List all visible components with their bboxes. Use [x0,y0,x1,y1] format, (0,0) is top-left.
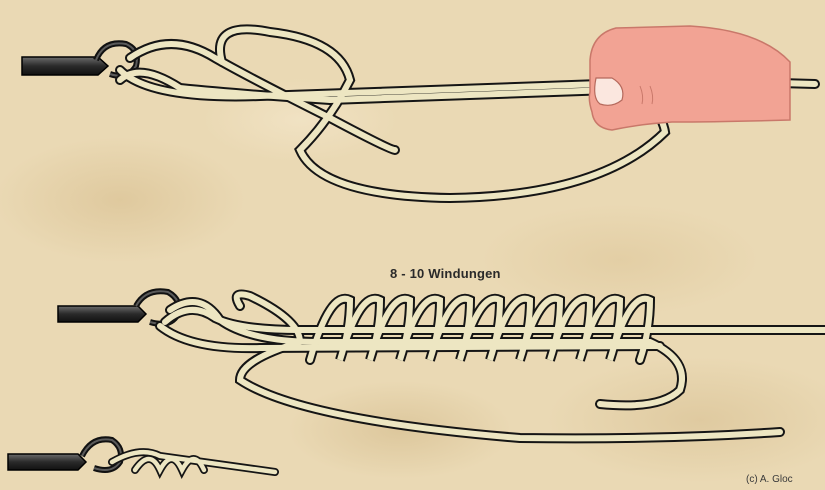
turns-label: 8 - 10 Windungen [390,266,501,281]
step-1-threading [22,26,815,198]
hand-icon [589,26,790,130]
hook-eye-icon [58,291,179,324]
finished-knot [112,452,275,472]
step-2-wraps [58,291,825,438]
fishing-line [160,294,825,438]
credit-label: (c) A. Gloc [746,474,793,485]
step-3-finished-knot [8,439,275,472]
hook-eye-icon [8,439,121,470]
